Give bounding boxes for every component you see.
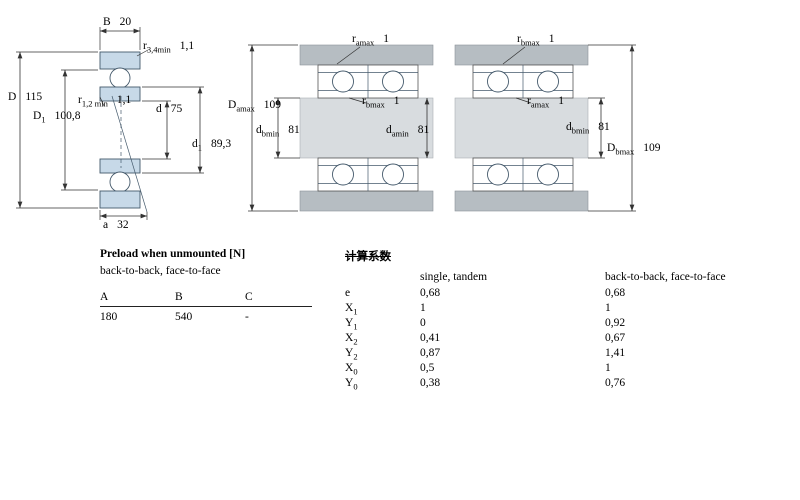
factors-col1-header: single, tandem: [420, 271, 488, 283]
preload-table-divider: [100, 306, 312, 307]
preload-table-subtitle: back-to-back, face-to-face: [100, 265, 221, 277]
preload-col-B: B: [175, 291, 183, 303]
factor-row-X0: X0 0,5 1: [345, 362, 611, 377]
preload-header-row: A B C: [0, 291, 800, 305]
preload-value-row: 180 540 -: [0, 311, 800, 325]
factors-table-title: 计算系数: [345, 251, 391, 263]
factor-row-Y2: Y2 0,87 1,41: [345, 347, 626, 362]
preload-value-C: -: [245, 311, 249, 323]
factor-row-X2: X2 0,41 0,67: [345, 332, 626, 347]
factor-row-Y1: Y1 0 0,92: [345, 317, 626, 332]
bearing-cross-section: [16, 27, 204, 220]
factor-row-e: e 0,68 0,68: [345, 287, 626, 299]
preload-col-A: A: [100, 291, 109, 303]
preload-table-title: Preload when unmounted [N]: [100, 248, 246, 260]
preload-value-B: 540: [175, 311, 193, 323]
factor-row-X1: X1 1 1: [345, 302, 611, 317]
factor-row-Y0: Y0 0,38 0,76: [345, 377, 626, 392]
factors-col2-header: back-to-back, face-to-face: [605, 271, 726, 283]
mounting-diagram-face-to-face: [454, 44, 636, 212]
preload-value-A: 180: [100, 311, 118, 323]
mounting-diagram-back-to-back: [248, 44, 434, 212]
preload-col-C: C: [245, 291, 253, 303]
